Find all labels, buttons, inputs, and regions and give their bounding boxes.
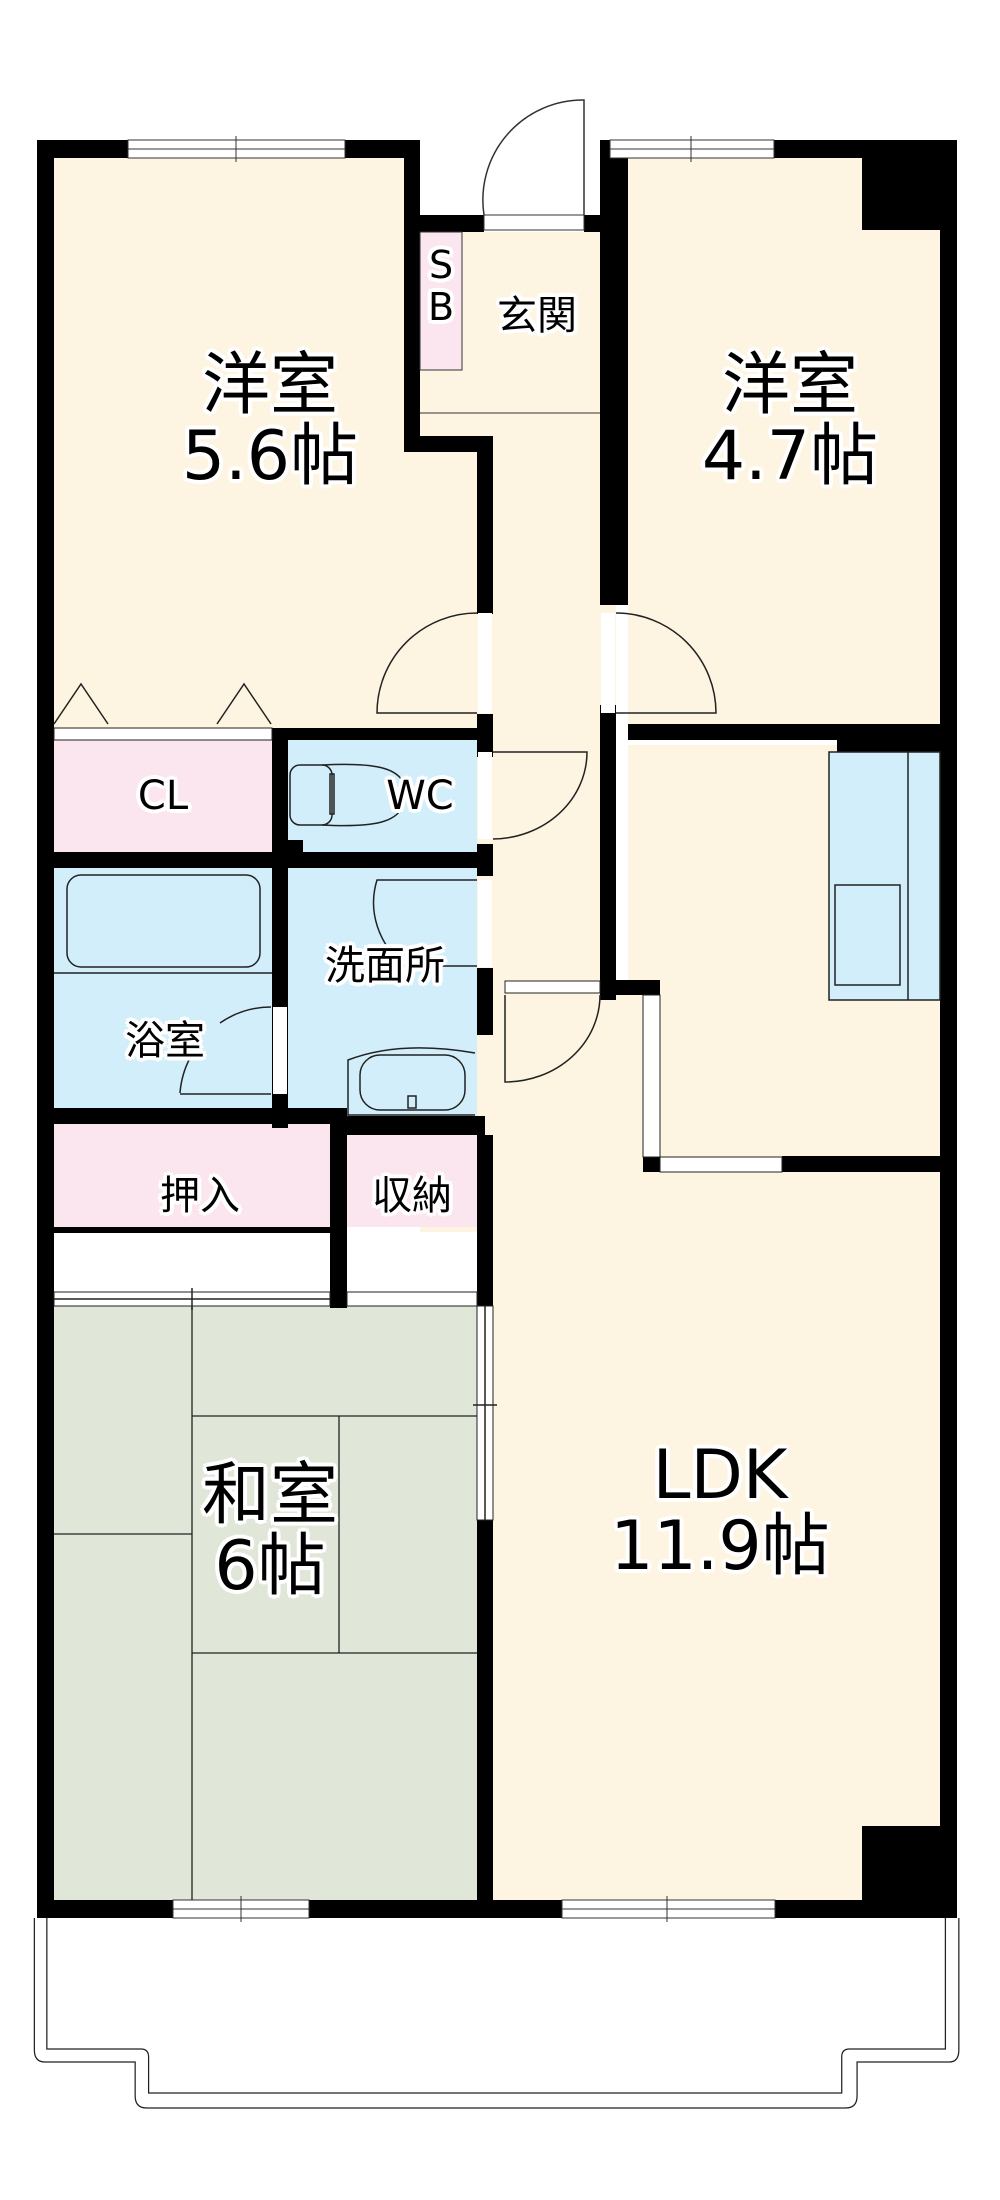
japanese-room-floor	[54, 1306, 477, 1900]
western-room-1-label: 洋室 5.6帖	[150, 350, 390, 493]
washbasin	[347, 1047, 476, 1117]
western-room-2-size: 4.7帖	[701, 417, 879, 497]
bathroom-label: 浴室	[125, 1018, 205, 1064]
window-room2	[609, 136, 775, 162]
shoe-box-s: S	[428, 243, 454, 287]
western-room-2-floor	[628, 158, 940, 728]
toilet-fixture	[289, 763, 403, 827]
western-room-1-name: 洋室	[201, 346, 338, 425]
window-room1	[127, 136, 346, 162]
closet-floor	[54, 740, 272, 852]
western-room-1-floor	[54, 158, 406, 728]
ldk-name: LDK	[652, 1436, 788, 1515]
ldk-floor	[493, 995, 940, 1900]
western-room-2-name: 洋室	[721, 346, 858, 425]
storage-label: 収納	[372, 1173, 452, 1219]
front-door	[482, 99, 585, 231]
bathtub	[54, 874, 272, 974]
window-japanese-room	[172, 1896, 310, 1922]
ldk-size: 11.9帖	[610, 1507, 830, 1587]
ldk-label: LDK 11.9帖	[585, 1440, 855, 1583]
washroom-label: 洗面所	[325, 943, 445, 989]
bathroom-floor	[54, 868, 272, 1108]
japanese-room-name: 和室	[201, 1456, 338, 1535]
japanese-room-size: 6帖	[214, 1527, 326, 1607]
oshiire-floor	[54, 1122, 330, 1227]
oshiire-label: 押入	[160, 1173, 240, 1219]
closet-label: CL	[137, 773, 189, 819]
japanese-room-label: 和室 6帖	[150, 1460, 390, 1603]
storage-floor	[347, 1135, 477, 1227]
western-room-1-size: 5.6帖	[181, 417, 359, 497]
shoe-box-label: S B	[420, 243, 462, 329]
shoe-box-fill	[419, 231, 463, 371]
balcony	[33, 1918, 960, 2109]
window-ldk	[561, 1896, 776, 1922]
tatami-lines	[54, 1306, 477, 1900]
entrance-label: 玄関	[497, 293, 577, 339]
shoe-box-b: B	[427, 284, 455, 329]
washroom-floor	[288, 868, 477, 1116]
western-room-2-label: 洋室 4.7帖	[670, 350, 910, 493]
toilet-floor	[288, 740, 477, 852]
toilet-label: WC	[386, 773, 454, 819]
interior-doors	[53, 612, 783, 1521]
kitchen-counter	[828, 751, 941, 1001]
